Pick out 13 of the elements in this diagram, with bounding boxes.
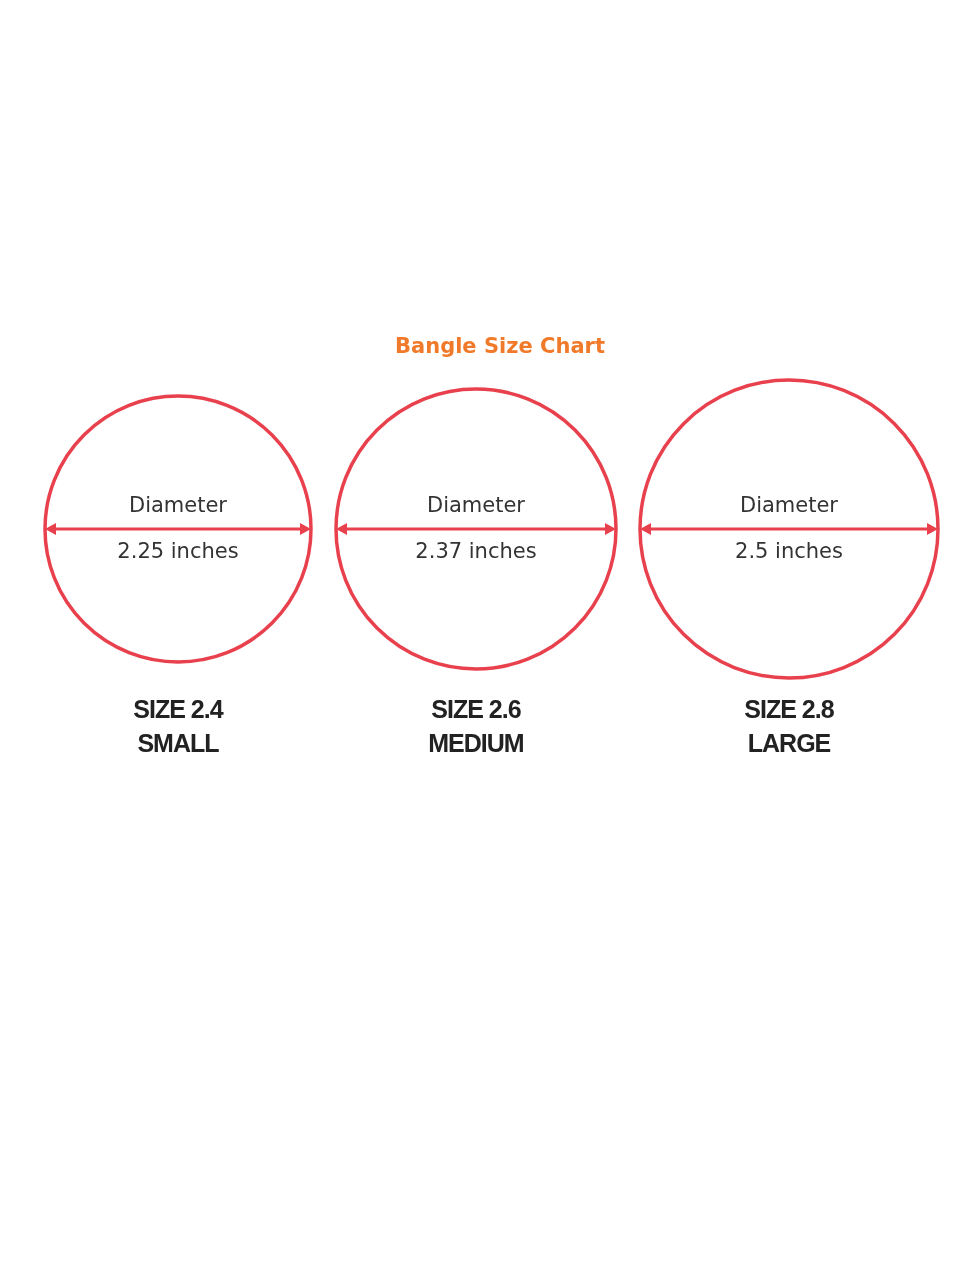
measurement-value: 2.25 inches (117, 539, 239, 563)
measurement-value: 2.5 inches (735, 539, 843, 563)
size-label: SIZE 2.4 SMALL (132, 694, 225, 759)
dimension-label: Diameter (426, 493, 525, 517)
size-label: SIZE 2.8 LARGE (743, 694, 835, 759)
chart-title: Bangle Size Chart (394, 334, 606, 358)
size-circle (43, 394, 313, 664)
size-circle (638, 378, 940, 680)
size-circle (334, 387, 618, 671)
size-label: SIZE 2.6 MEDIUM (427, 694, 525, 759)
dimension-label: Diameter (128, 493, 227, 517)
dimension-label: Diameter (739, 493, 838, 517)
measurement-value: 2.37 inches (415, 539, 537, 563)
